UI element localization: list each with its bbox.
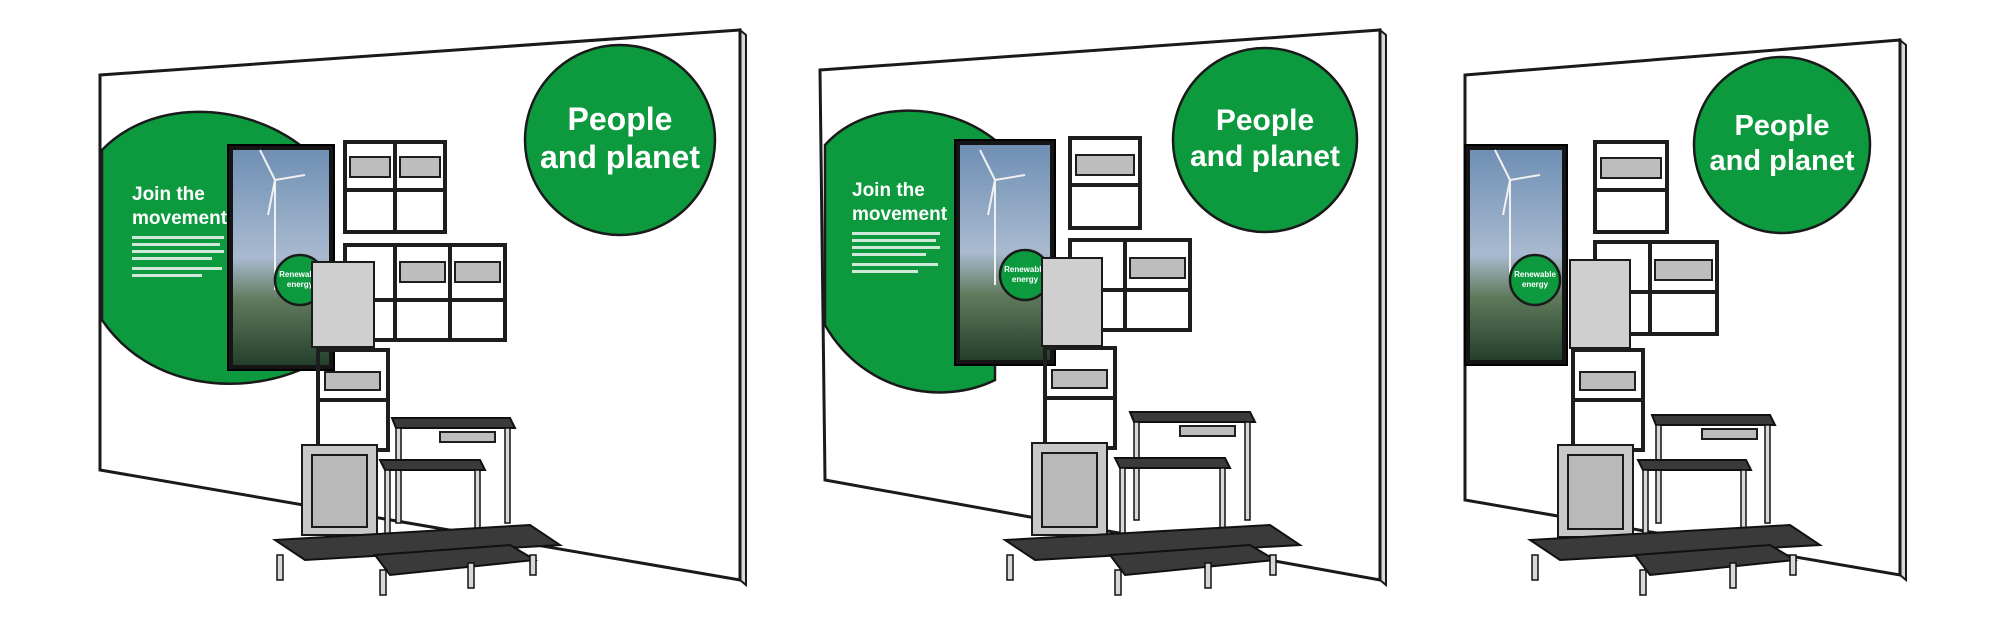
badge-line2: energy	[287, 280, 314, 289]
join-title-line2: movement	[852, 204, 948, 225]
display-render-1-drawing: Join the movement Renewable energy Peopl…	[98, 27, 747, 596]
display-render-3-drawing: Renewable energy People and planet	[1463, 37, 1907, 596]
display-render-2-drawing: Join the movement Renewable energy Peopl…	[818, 27, 1387, 596]
panel-divider	[1041, 257, 1103, 347]
desk-back	[1128, 411, 1257, 521]
badge-line1: Renewable	[279, 270, 321, 279]
people-planet-line2: and planet	[1709, 145, 1854, 177]
cabinet	[1031, 442, 1108, 536]
platform-base	[1001, 523, 1304, 596]
badge-line2: energy	[1522, 280, 1549, 289]
panel-divider	[1569, 259, 1631, 349]
join-title-line1: Join the	[852, 180, 925, 201]
renewable-energy-badge	[1508, 253, 1562, 307]
join-body-text	[132, 236, 224, 277]
desk-back	[1650, 414, 1777, 524]
people-planet-line1: People	[1734, 110, 1829, 142]
join-body-text	[852, 232, 940, 273]
badge-line2: energy	[1012, 275, 1039, 284]
wall-shelf-unit-top	[1068, 136, 1142, 230]
people-planet-line1: People	[1216, 104, 1314, 137]
wind-turbine-icon	[259, 149, 306, 290]
wind-turbine-icon	[1494, 149, 1541, 285]
join-title-line1: Join the	[132, 184, 205, 205]
cabinet	[1557, 444, 1634, 538]
people-planet-circle	[1692, 55, 1872, 235]
badge-line1: Renewable	[1004, 265, 1046, 274]
panel-divider	[311, 261, 375, 348]
platform-base	[271, 523, 564, 596]
desk-front	[1636, 459, 1753, 553]
display-render-1: Join the movement Renewable energy Peopl…	[90, 0, 770, 640]
people-planet-line1: People	[568, 101, 673, 137]
desk-back	[390, 417, 517, 524]
people-planet-line2: and planet	[540, 139, 700, 175]
people-planet-line2: and planet	[1190, 140, 1340, 173]
people-planet-circle	[523, 43, 717, 237]
cabinet	[301, 444, 378, 536]
join-title-line2: movement	[132, 208, 228, 229]
people-planet-circle	[1171, 46, 1359, 234]
tall-shelf	[316, 348, 390, 452]
wall-shelf-unit-top	[1593, 140, 1669, 234]
display-render-3: Renewable energy People and planet	[1440, 0, 2000, 640]
desk-front	[378, 459, 487, 551]
wall-shelf-unit-top	[343, 140, 447, 234]
join-movement-circle	[823, 109, 997, 394]
display-render-2: Join the movement Renewable energy Peopl…	[780, 0, 1420, 640]
wind-turbine-image	[1470, 150, 1562, 360]
wind-turbine-icon	[979, 149, 1026, 285]
badge-line1: Renewable	[1514, 270, 1556, 279]
platform-base	[1526, 523, 1824, 596]
